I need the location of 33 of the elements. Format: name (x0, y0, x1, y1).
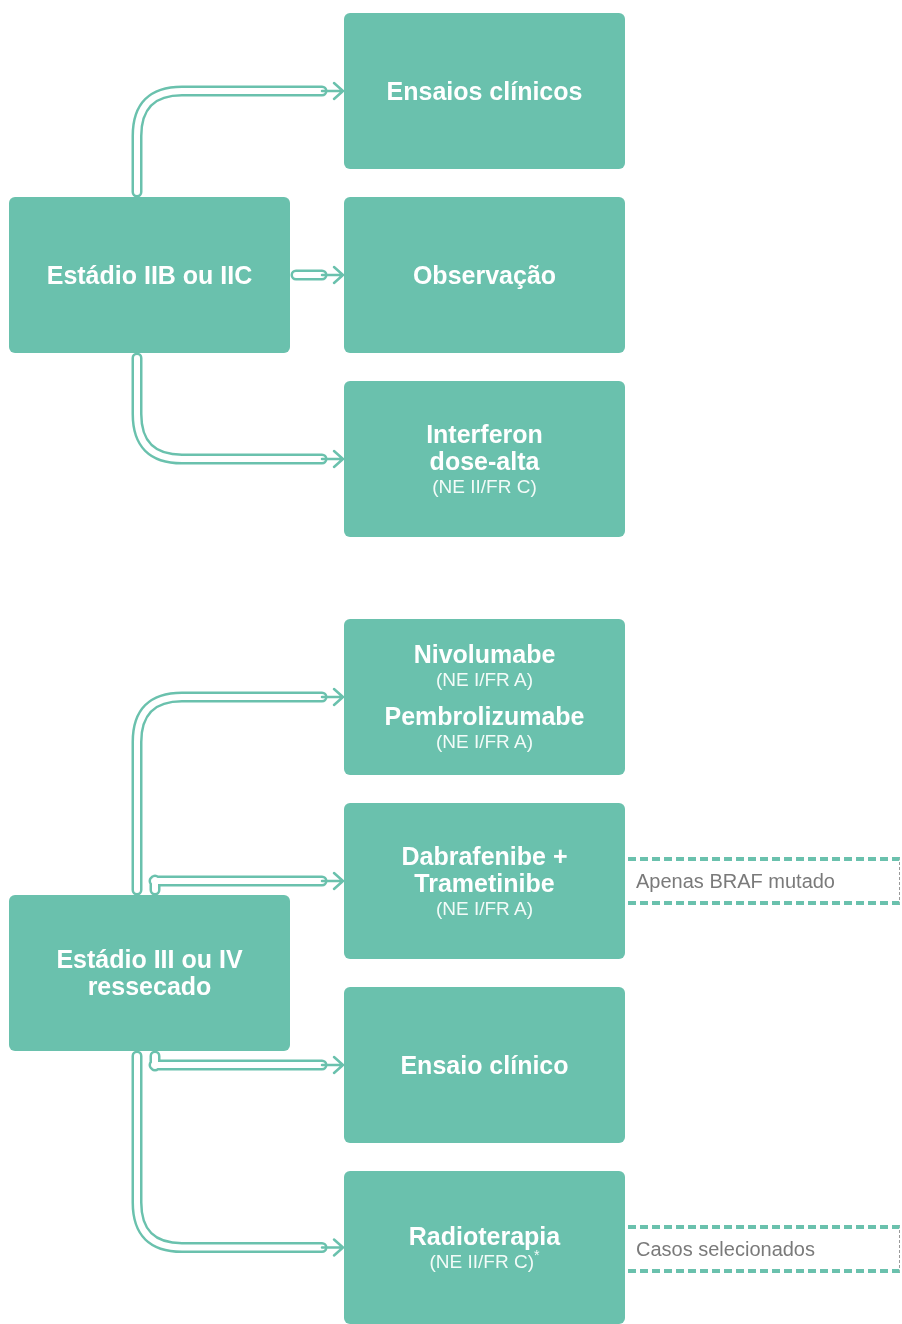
process-box (344, 987, 625, 1143)
evidence-level: (NE II/FR C)$^{*}$ (429, 1249, 540, 1273)
evidence-level: (NE I/FR A) (435, 896, 534, 920)
process-box (344, 619, 625, 775)
arrow (131, 81, 345, 198)
note-box: Casos selecionados (628, 1225, 900, 1273)
box-title: Estádio III ou IV ressecado (55, 946, 244, 1000)
process-box (344, 803, 625, 959)
arrow (290, 265, 345, 285)
evidence-level: (NE I/FR A) (435, 730, 534, 753)
evidence-level: (NE I/FR A) (435, 668, 534, 691)
process-box (344, 381, 625, 537)
process-box (344, 13, 625, 169)
box-title: Estádio IIB ou IIC (46, 261, 253, 289)
box-title: Ensaio clínico (400, 1051, 569, 1079)
evidence-level: (NE II/FR C) (432, 474, 537, 498)
box-title: Interferon dose-alta (425, 420, 544, 475)
arrow (131, 352, 345, 469)
process-box (344, 197, 625, 353)
process-box (9, 197, 290, 353)
box-title: Dabrafenibe + Trametinibe (400, 842, 569, 897)
arrow (131, 687, 345, 896)
process-box (9, 895, 290, 1051)
arrow (148, 871, 345, 896)
arrow (148, 1050, 345, 1075)
arrow (131, 1050, 345, 1257)
box-title: Nivolumabe (413, 641, 556, 668)
box-title: Ensaios clínicos (386, 77, 583, 105)
box-title: Radioterapia (408, 1222, 561, 1250)
process-box (344, 1171, 625, 1324)
box-title: Observação (412, 261, 557, 289)
box-title: Pembrolizumabe (384, 703, 585, 730)
note-box: Apenas BRAF mutado (628, 857, 900, 905)
